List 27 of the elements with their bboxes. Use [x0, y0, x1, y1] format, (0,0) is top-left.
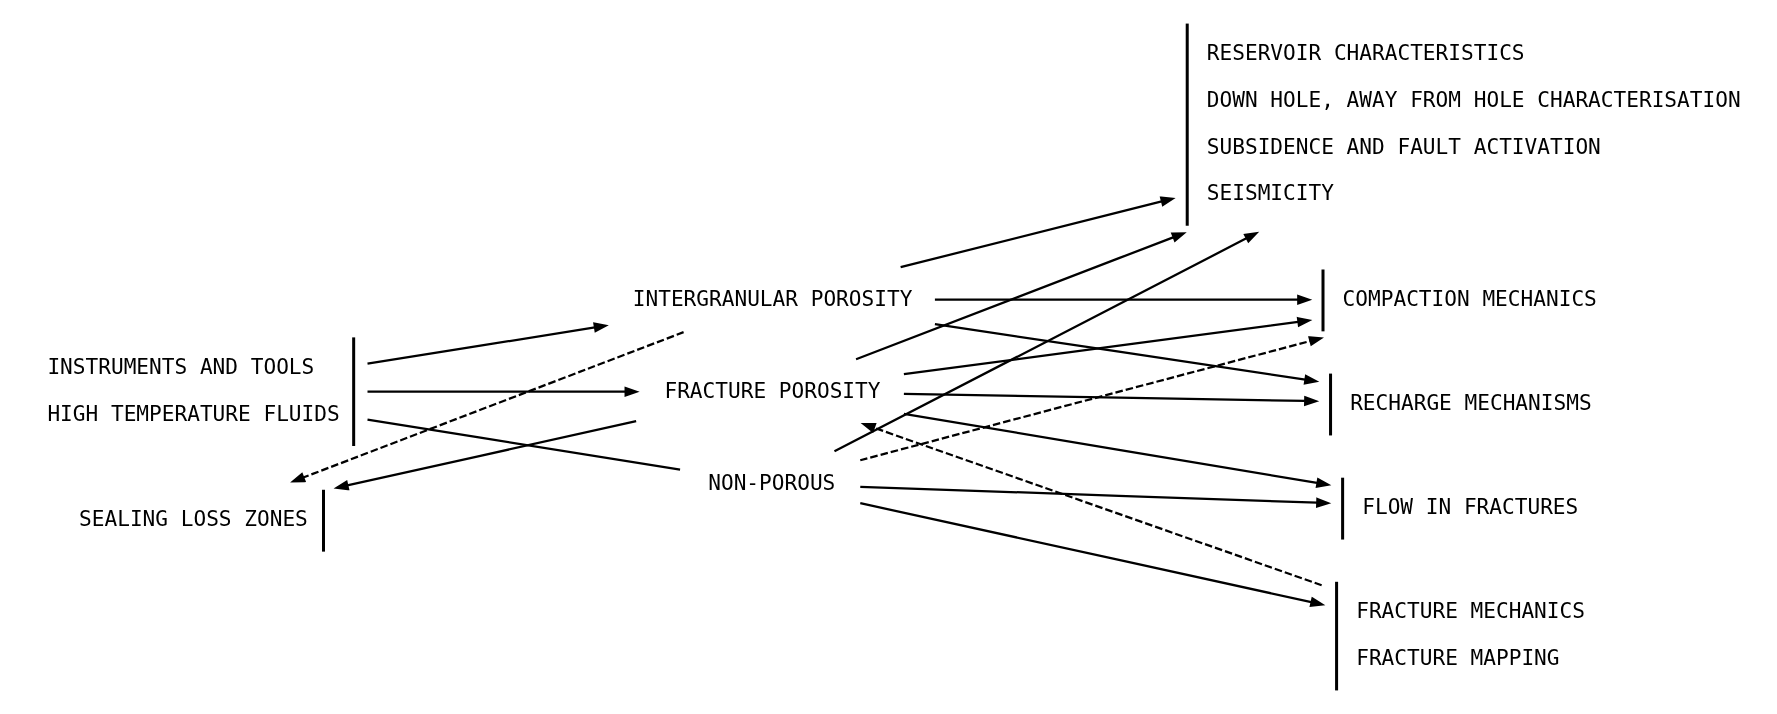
arrow	[903, 392, 1320, 407]
arrow	[367, 386, 640, 397]
node-text: SEALING LOSS ZONES	[79, 506, 308, 532]
connector	[367, 418, 681, 471]
arrow	[855, 232, 1187, 361]
node-text: INTERGRANULAR POROSITY	[632, 286, 913, 312]
arrow	[367, 322, 609, 365]
node-text: FLOW IN FRACTURES	[1362, 494, 1579, 520]
node-text: FRACTURE POROSITY	[664, 378, 881, 404]
arrow	[290, 331, 684, 483]
arrow	[860, 502, 1326, 608]
arrow	[934, 323, 1320, 385]
node-text: FRACTURE MECHANICS FRACTURE MAPPING	[1356, 598, 1585, 671]
arrow	[333, 420, 637, 491]
arrow	[903, 316, 1313, 376]
arrow	[860, 485, 1332, 508]
arrow	[934, 294, 1313, 305]
node-text: COMPACTION MECHANICS	[1342, 286, 1597, 312]
node-text: RECHARGE MECHANISMS	[1350, 390, 1592, 416]
arrow	[903, 412, 1332, 489]
arrow	[833, 231, 1260, 453]
arrow	[900, 196, 1176, 269]
arrow	[860, 336, 1324, 462]
node-text: RESERVOIR CHARACTERISTICS DOWN HOLE, AWAY FROM HOLE CHARACTERISATION SUBSIDENCE AND FAULT ACTIVATION SEISMICITY	[1206, 40, 1741, 206]
node-text: INSTRUMENTS AND TOOLS HIGH TEMPERATURE FLUIDS	[47, 353, 340, 426]
arrow	[860, 423, 1322, 587]
node-text: NON-POROUS	[708, 470, 836, 496]
